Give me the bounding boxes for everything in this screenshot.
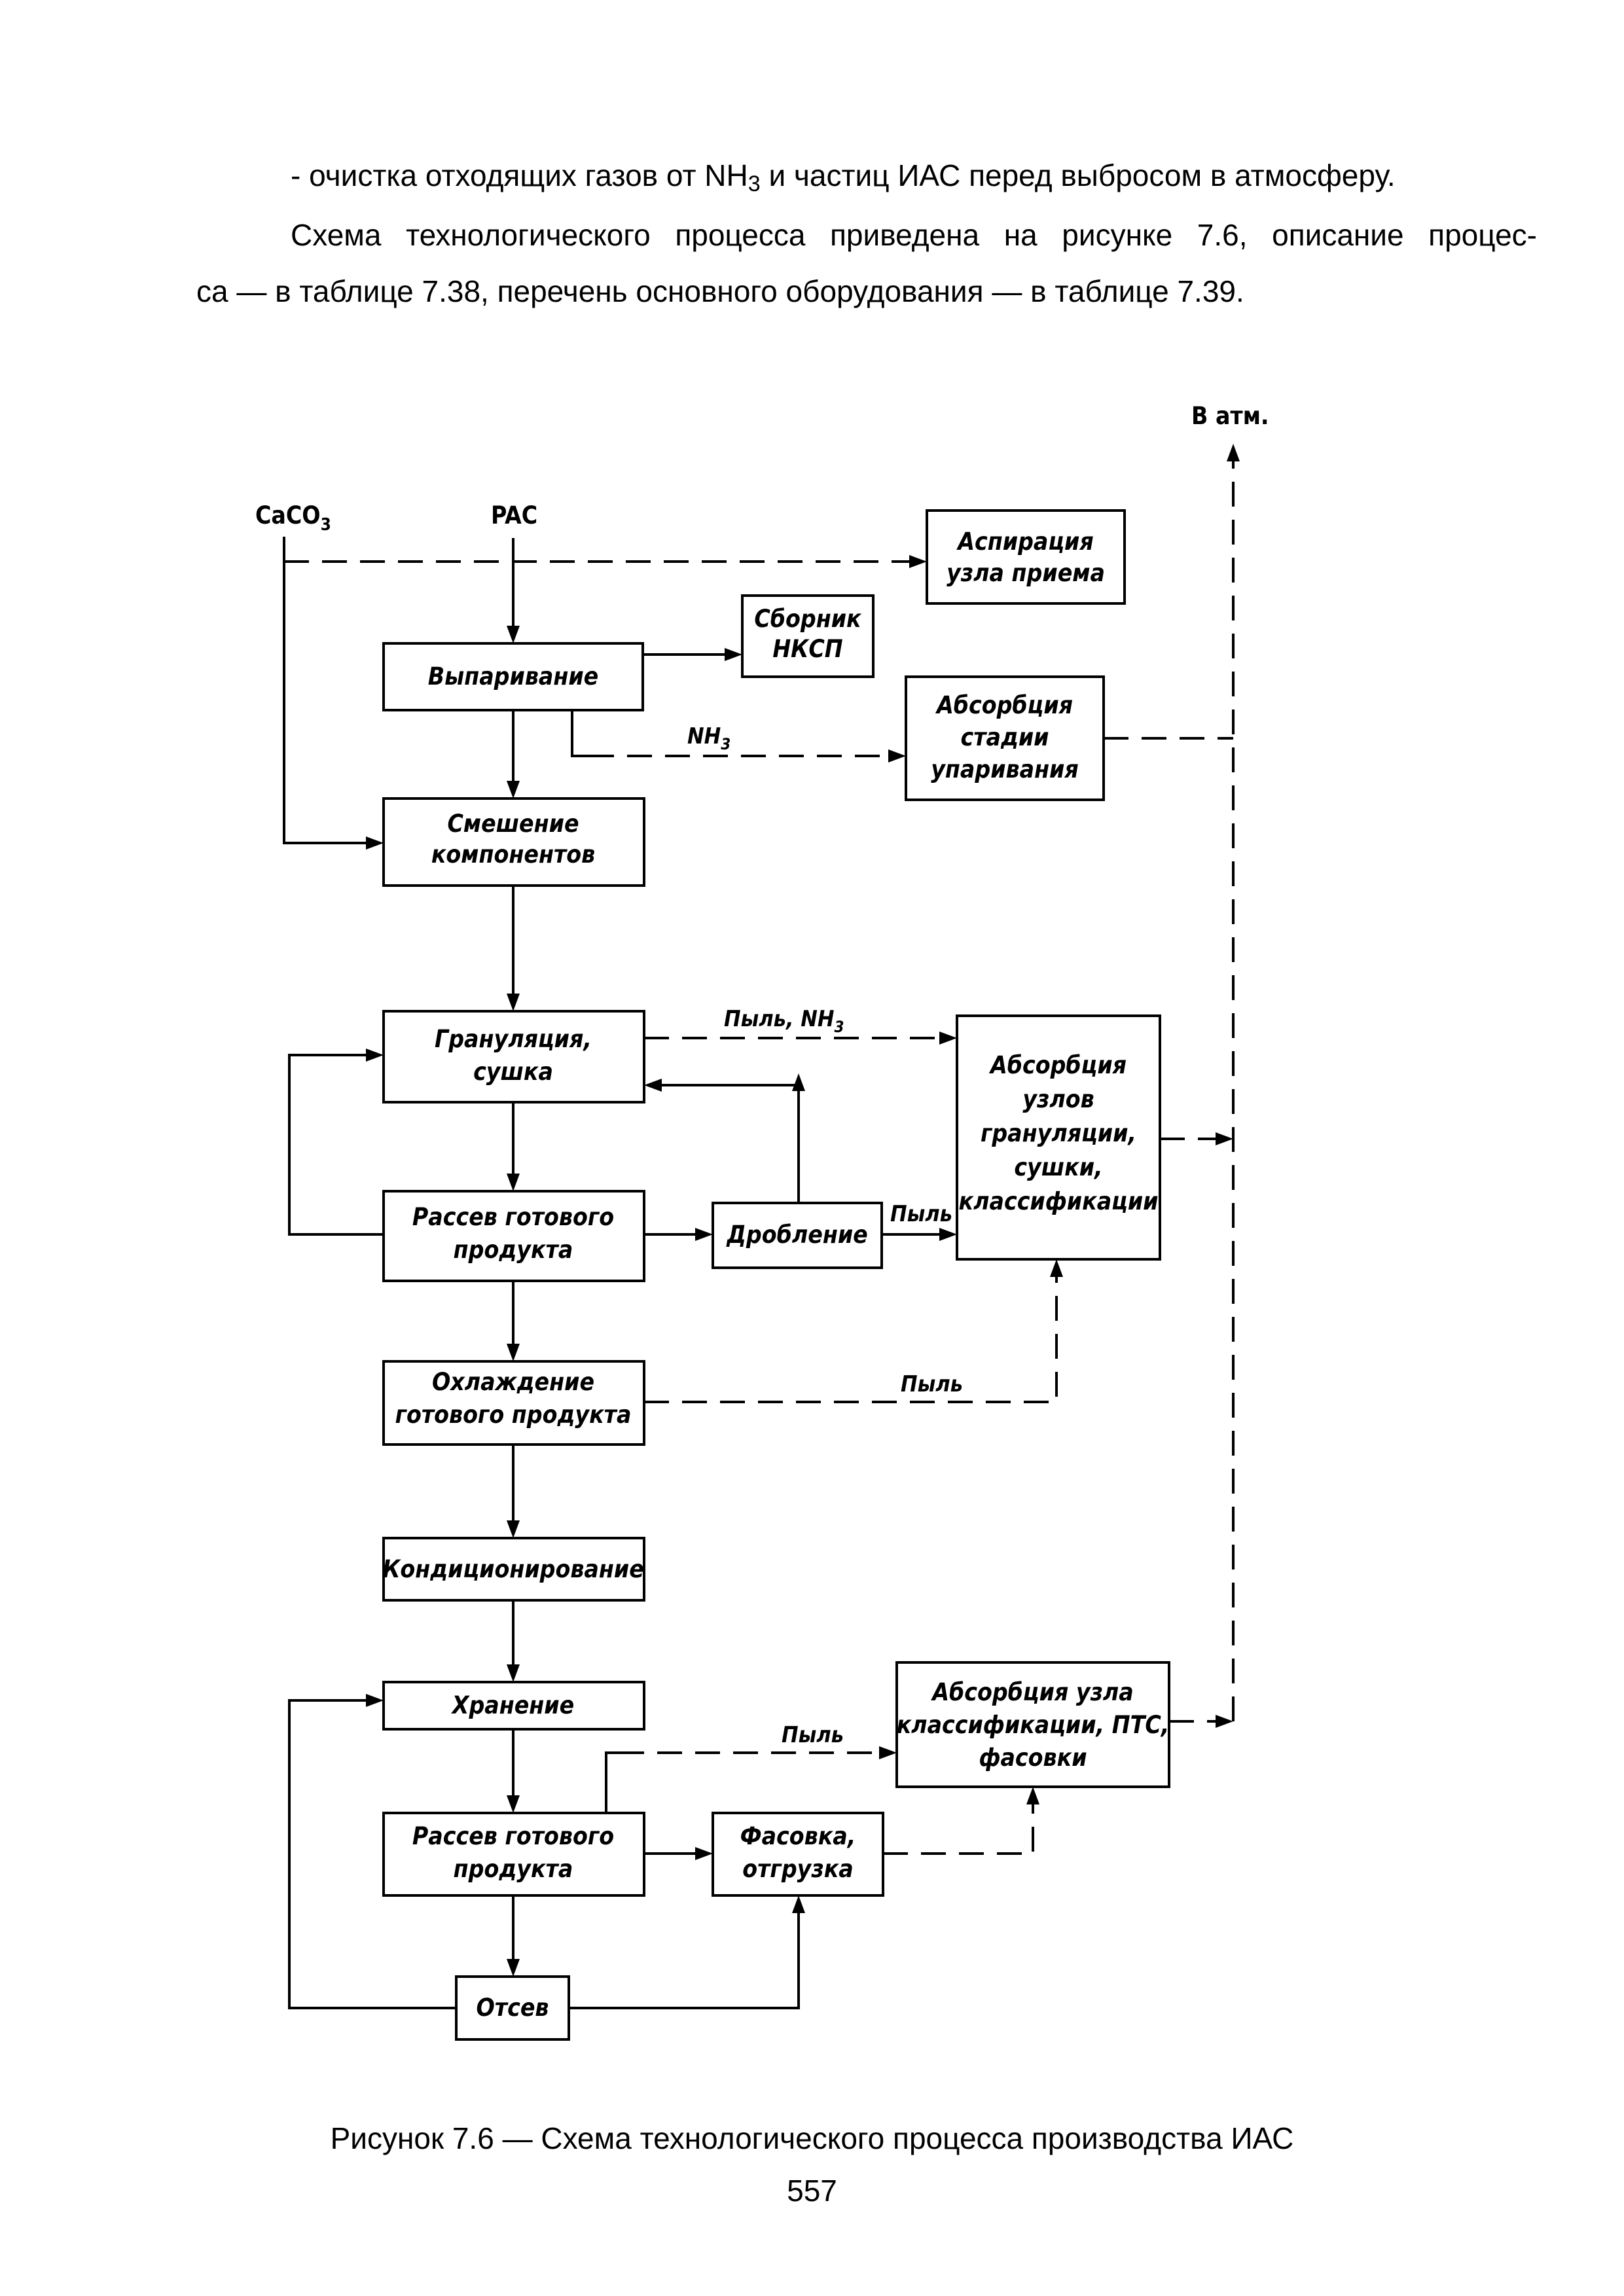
gas-dust-packing bbox=[883, 1799, 1034, 1855]
text-granulation-1: Грануляция, bbox=[435, 1025, 592, 1053]
text-granulation-2: сушка bbox=[473, 1058, 553, 1086]
box-mixing bbox=[382, 797, 645, 887]
text-cooling-2: готового продукта bbox=[395, 1401, 632, 1429]
box-collector bbox=[741, 594, 875, 678]
text-evaporation: Выпаривание bbox=[428, 662, 599, 691]
label-nh3: NH3 bbox=[687, 723, 731, 753]
text-absorption-evap-2: стадии bbox=[960, 723, 1049, 751]
page-number: 557 bbox=[787, 2174, 837, 2208]
flow-screenings-to-packing bbox=[569, 1907, 800, 2009]
gas-dust-cooling bbox=[644, 1271, 1058, 1403]
label-dust-screening: Пыль bbox=[782, 1722, 844, 1748]
label-atmosphere: В атм. bbox=[1191, 402, 1269, 430]
text-screenings: Отсев bbox=[477, 1994, 549, 2022]
paragraph-scheme-reference: Схема технологического процесса приведен… bbox=[291, 218, 1537, 252]
text-mixing-2: компонентов bbox=[431, 840, 595, 869]
text-absorption-gran-5: классификации bbox=[959, 1187, 1159, 1215]
text-absorption-evap-3: упаривания bbox=[931, 755, 1079, 783]
text-absorption-pack-3: фасовки bbox=[979, 1744, 1087, 1772]
box-screening-1 bbox=[382, 1190, 645, 1282]
text-absorption-pack-1: Абсорбция узла bbox=[930, 1678, 1134, 1706]
box-aspiration bbox=[926, 509, 1126, 605]
label-pac: PAC bbox=[491, 501, 537, 529]
text-aspiration-1: Аспирация bbox=[956, 528, 1093, 556]
text-cooling-1: Охлаждение bbox=[432, 1368, 594, 1396]
text-screening2-2: продукта bbox=[454, 1855, 573, 1883]
label-dust-nh3: Пыль, NH3 bbox=[724, 1006, 844, 1036]
text-aspiration-2: узла приема bbox=[947, 559, 1105, 587]
box-cooling bbox=[382, 1360, 645, 1446]
text-absorption-gran-4: сушки, bbox=[1014, 1153, 1102, 1181]
text-packing-1: Фасовка, bbox=[740, 1822, 856, 1850]
text-absorption-evap-1: Абсорбция bbox=[935, 691, 1073, 719]
box-granulation bbox=[382, 1010, 645, 1103]
text-crushing: Дробление bbox=[726, 1221, 867, 1249]
paragraph-scheme-reference-continued: са — в таблице 7.38, перечень основного … bbox=[196, 274, 1244, 308]
box-screening-2 bbox=[382, 1812, 645, 1897]
flow-screenings-to-storage bbox=[288, 1699, 456, 2009]
paragraph-bullet: - очистка отходящих газов от NH3 и части… bbox=[291, 158, 1396, 196]
box-absorption-packing bbox=[895, 1661, 1170, 1788]
text-storage: Хранение bbox=[451, 1691, 574, 1719]
text-screening1-2: продукта bbox=[454, 1236, 573, 1264]
text-conditioning: Кондиционирование bbox=[382, 1555, 644, 1583]
text-absorption-pack-2: классификации, ПТС, bbox=[897, 1711, 1170, 1739]
text-screening1-1: Рассев готового bbox=[412, 1203, 614, 1231]
text-mixing-1: Смешение bbox=[447, 810, 579, 838]
text-packing-2: отгрузка bbox=[742, 1855, 854, 1883]
text-absorption-gran-2: узлов bbox=[1022, 1085, 1094, 1113]
box-absorption-evaporation bbox=[905, 675, 1105, 801]
box-packing bbox=[712, 1812, 884, 1897]
label-dust-cooling: Пыль bbox=[901, 1371, 963, 1397]
box-conditioning bbox=[382, 1537, 645, 1602]
figure-caption: Рисунок 7.6 — Схема технологического про… bbox=[330, 2121, 1294, 2155]
text-collector-2: НКСП bbox=[772, 635, 842, 663]
text-absorption-gran-3: грануляции, bbox=[981, 1119, 1136, 1147]
box-storage bbox=[382, 1681, 645, 1731]
text-collector-1: Сборник bbox=[754, 605, 862, 633]
text-absorption-gran-1: Абсорбция bbox=[988, 1051, 1127, 1079]
flow-screening-recycle bbox=[288, 1054, 384, 1236]
label-dust-crushing: Пыль bbox=[890, 1201, 952, 1227]
label-caco3: CaCO3 bbox=[255, 501, 331, 535]
flow-caco3-to-mixing bbox=[283, 537, 372, 844]
text-screening2-1: Рассев готового bbox=[412, 1822, 614, 1850]
flow-crushing-to-granulation bbox=[656, 1084, 800, 1203]
